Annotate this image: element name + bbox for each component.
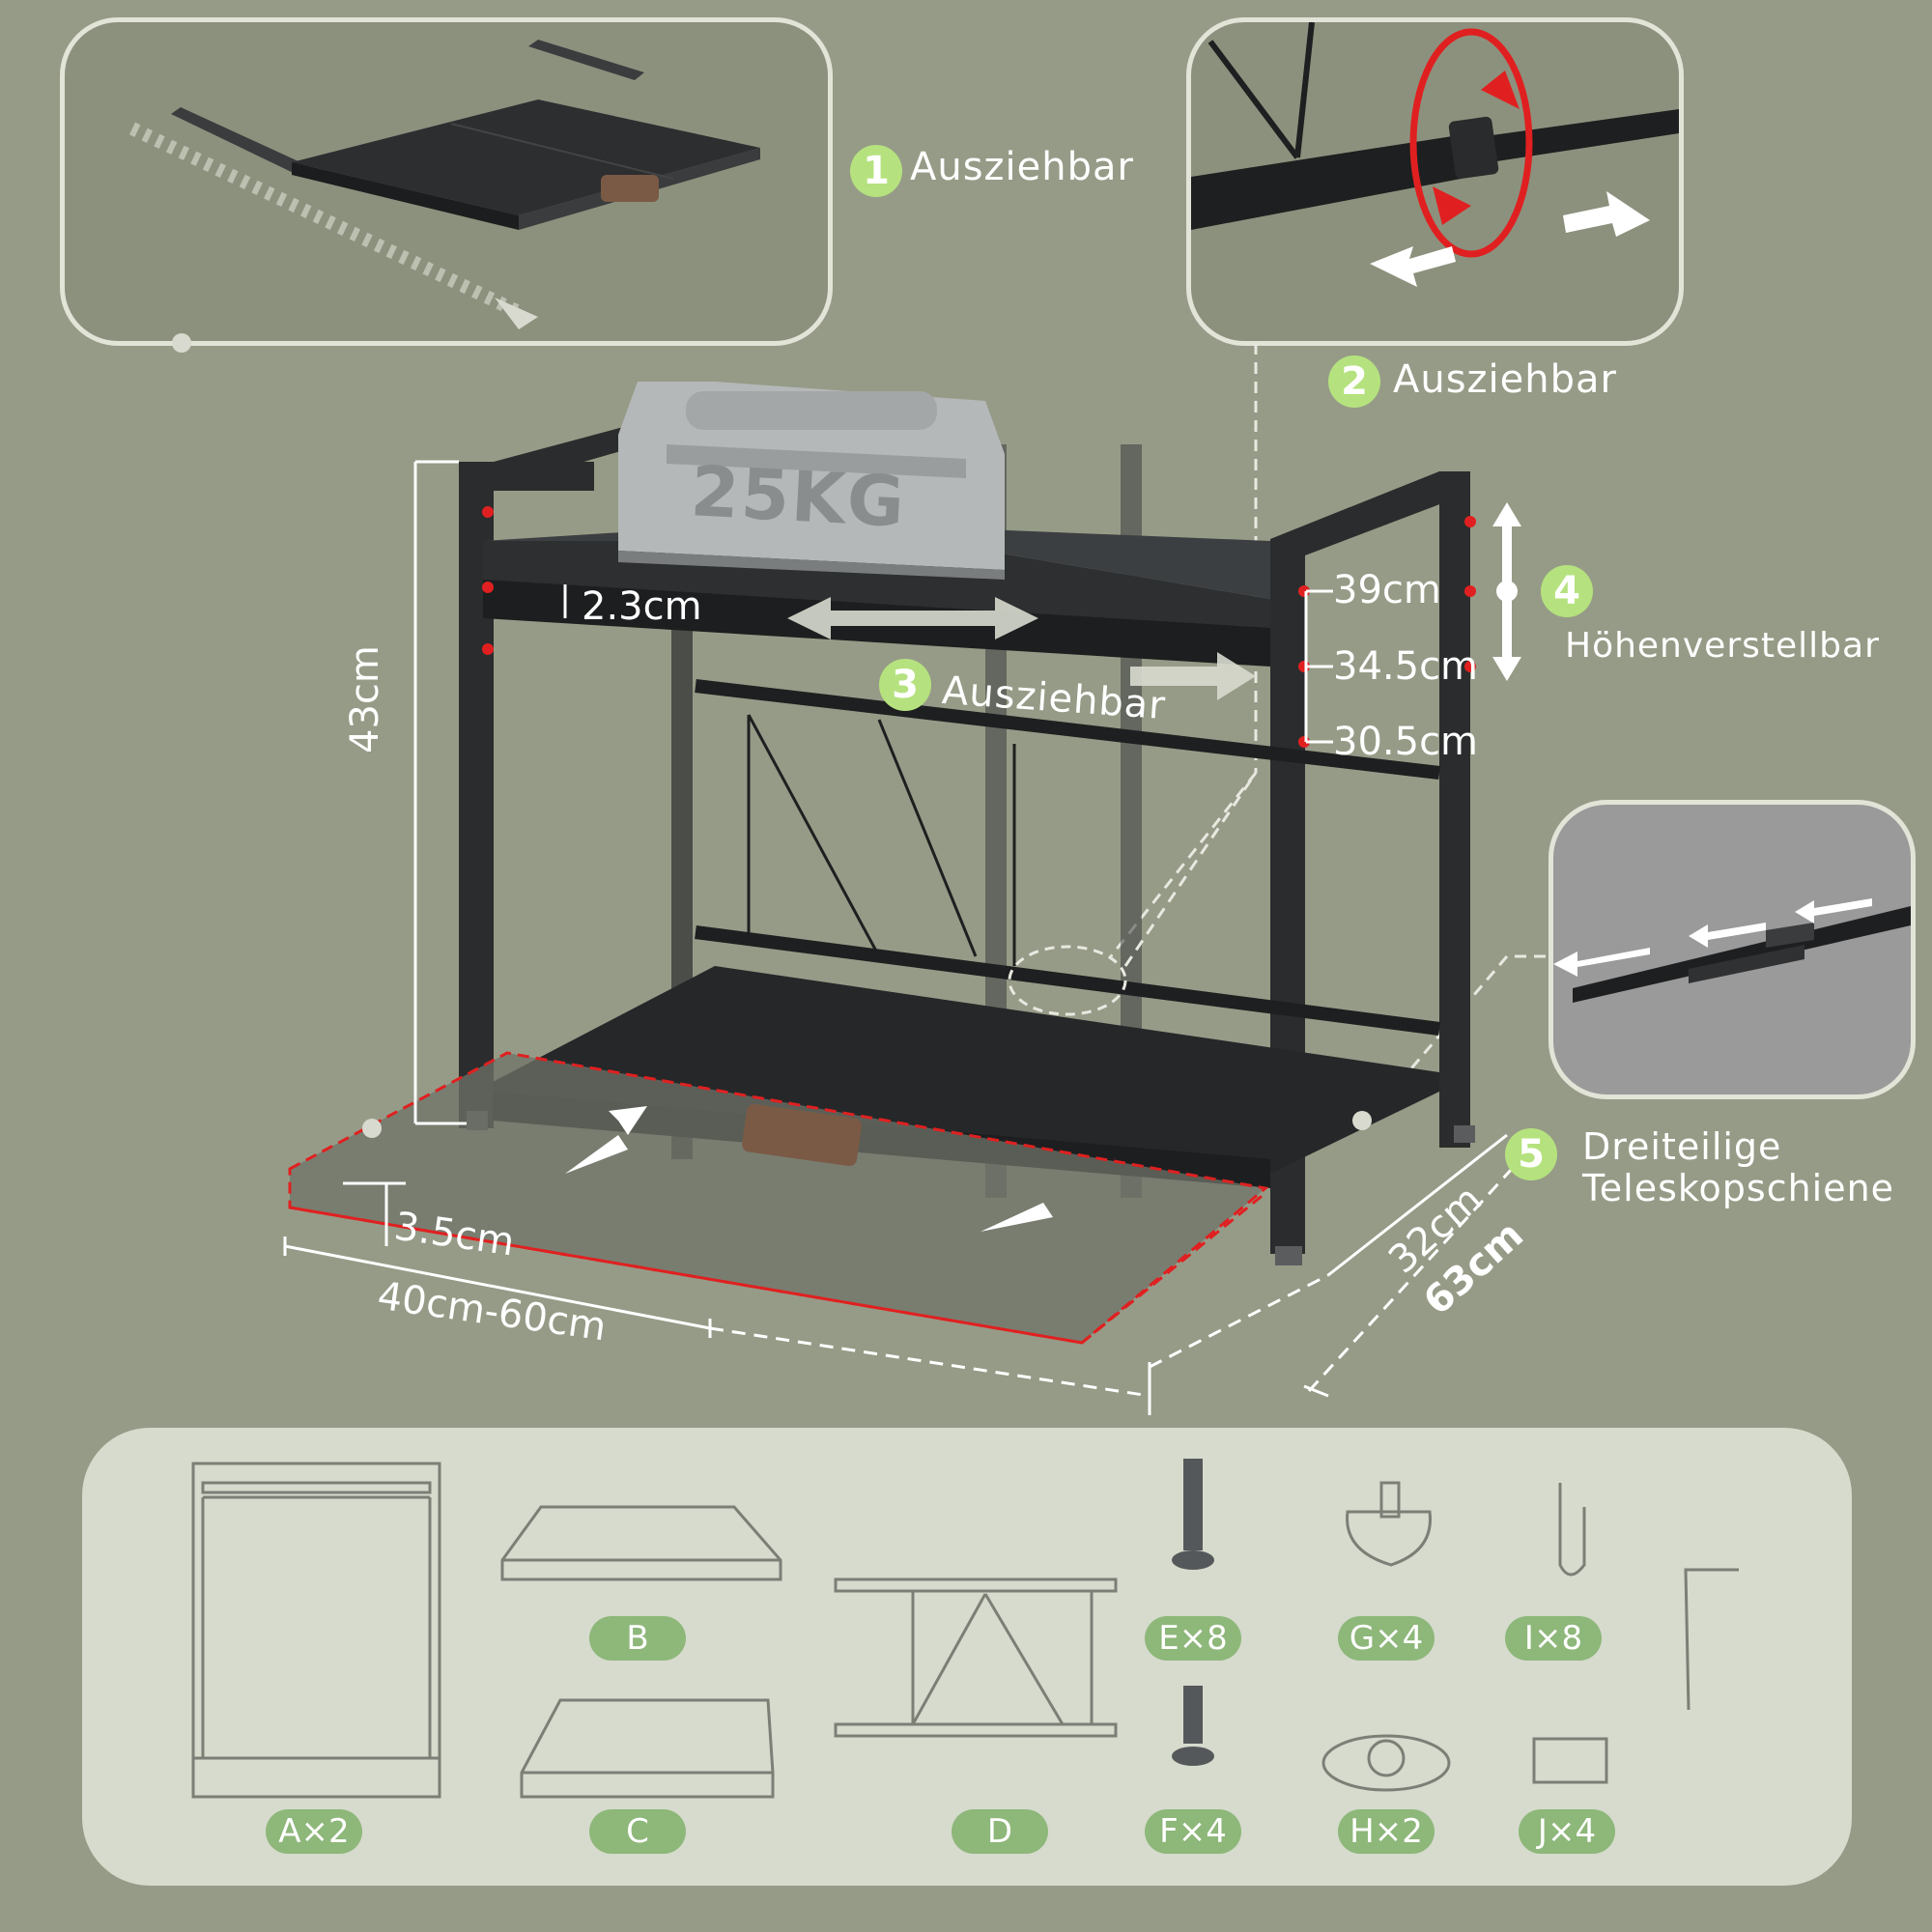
part-label-a: A×2: [266, 1809, 362, 1854]
feature-2-badge: 2: [1328, 355, 1380, 408]
height-level-1: 39cm: [1333, 568, 1441, 612]
part-label-b: B: [589, 1616, 686, 1661]
part-label-f: F×4: [1145, 1809, 1241, 1854]
feature-4-badge: 4: [1541, 565, 1593, 617]
feature-5-label-line1: Dreiteilige: [1582, 1125, 1782, 1168]
part-label-d: D: [952, 1809, 1048, 1854]
callout-rod-adjust: [1186, 17, 1684, 346]
shelf-thickness-label: 2.3cm: [582, 584, 702, 629]
part-label-g: G×4: [1338, 1616, 1435, 1661]
callout-drawer-pullout: [60, 17, 833, 346]
height-level-3: 30.5cm: [1333, 720, 1479, 764]
shelf-rack-illustration: [172, 333, 1546, 1415]
part-label-c: C: [589, 1809, 686, 1854]
height-level-2: 34.5cm: [1333, 644, 1479, 689]
part-label-j: J×4: [1519, 1809, 1615, 1854]
part-label-i: I×8: [1505, 1616, 1602, 1661]
feature-1-badge: 1: [850, 145, 902, 197]
feature-5-badge: 5: [1505, 1128, 1557, 1180]
feature-4-label: Höhenverstellbar: [1565, 626, 1880, 666]
part-label-e: E×8: [1145, 1616, 1241, 1661]
telescopic-rail-illustration: [1553, 898, 1911, 1003]
drawer-pullout-illustration: [128, 40, 760, 329]
feature-3-badge: 3: [879, 659, 931, 711]
feature-5-label-line2: Teleskopschiene: [1582, 1167, 1895, 1209]
rod-adjust-illustration: [1191, 22, 1679, 287]
callout-telescopic-rail: [1548, 800, 1916, 1099]
feature-1-label: Ausziehbar: [910, 145, 1134, 189]
part-label-h: H×2: [1338, 1809, 1435, 1854]
feature-2-label: Ausziehbar: [1393, 357, 1617, 402]
